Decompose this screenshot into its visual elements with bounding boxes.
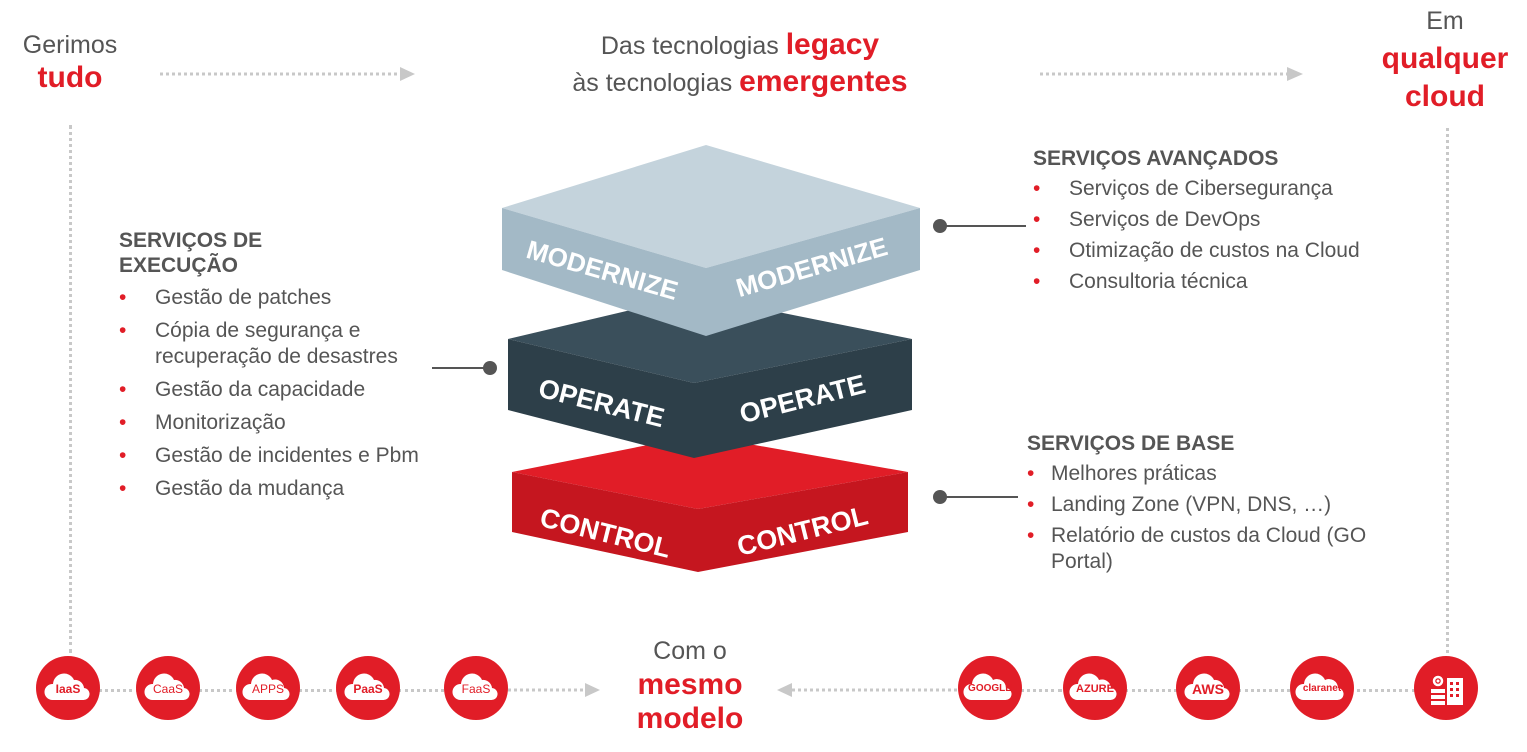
control-connector — [933, 490, 1018, 504]
bottom-center-text: Com o mesmo modelo — [610, 634, 770, 736]
header-center: Das tecnologias legacy às tecnologias em… — [480, 30, 1000, 98]
avancados-item: Consultoria técnica — [1033, 269, 1453, 295]
bottom-right-arrow — [777, 683, 958, 697]
top-left-arrow — [160, 67, 415, 81]
control-layer: CONTROL CONTROL — [512, 435, 908, 572]
bottom-left-connector-2 — [198, 689, 240, 692]
bottom-center-line2: mesmo — [637, 668, 743, 701]
left-vertical-line — [69, 125, 72, 653]
modernize-layer: MODERNIZE MODERNIZE — [502, 145, 920, 336]
base-item: Melhores práticas — [1027, 461, 1437, 487]
execucao-item: Gestão de incidentes e Pbm — [119, 443, 425, 469]
faas-cloud-icon: FaaS — [444, 656, 508, 720]
bottom-left-connector-1 — [98, 689, 140, 692]
header-center-line1-prefix: Das tecnologias — [600, 32, 786, 60]
iaas-cloud-icon: IaaS — [36, 656, 100, 720]
header-right: Em qualquer cloud — [1370, 6, 1520, 116]
base-item: Relatório de custos da Cloud (GO Portal) — [1027, 523, 1411, 575]
execucao-item: Gestão da capacidade — [119, 377, 439, 403]
avancados-item: Serviços de DevOps — [1033, 207, 1453, 233]
modernize-connector — [933, 219, 1026, 233]
base-section: SERVIÇOS DE BASE Melhores práticas Landi… — [1027, 431, 1437, 575]
header-right-line3: cloud — [1405, 80, 1485, 113]
avancados-item: Serviços de Cibersegurança — [1033, 176, 1453, 202]
bottom-right-connector-4 — [1350, 689, 1415, 692]
avancados-item: Otimização de custos na Cloud — [1033, 238, 1453, 264]
base-title: SERVIÇOS DE BASE — [1027, 432, 1235, 455]
bottom-left-connector-4 — [398, 689, 444, 692]
right-vertical-line — [1446, 128, 1449, 653]
base-item: Landing Zone (VPN, DNS, …) — [1027, 492, 1437, 518]
execucao-item: Monitorização — [119, 410, 439, 436]
top-right-arrow — [1040, 67, 1303, 81]
operate-layer: OPERATE OPERATE — [508, 295, 912, 458]
header-center-line1-highlight: legacy — [785, 28, 880, 61]
bottom-center-line1: Com o — [653, 637, 727, 665]
apps-cloud-icon: APPS — [236, 656, 300, 720]
avancados-title: SERVIÇOS AVANÇADOS — [1033, 147, 1279, 170]
bottom-center-line3: modelo — [636, 702, 744, 735]
execucao-title-line1: SERVIÇOS DE — [119, 229, 263, 252]
execucao-item: Gestão de patches — [119, 285, 439, 311]
header-left-line2: tudo — [37, 61, 103, 94]
azure-cloud-icon: AZURE — [1063, 656, 1127, 720]
header-left-line1: Gerimos — [22, 31, 118, 59]
header-right-line1: Em — [1426, 7, 1464, 35]
header-center-line2-highlight: emergentes — [739, 65, 908, 98]
google-cloud-icon: GOOGLE — [958, 656, 1022, 720]
datacenter-icon — [1414, 656, 1478, 720]
header-right-line2: qualquer — [1381, 42, 1509, 75]
header-left: Gerimos tudo — [0, 30, 140, 96]
bottom-right-connector-2 — [1125, 689, 1177, 692]
execucao-item: Cópia de segurança e recuperação de desa… — [119, 318, 435, 370]
bottom-right-connector-3 — [1238, 689, 1290, 692]
claranet-cloud-icon: claranet — [1290, 656, 1354, 720]
paas-cloud-icon: PaaS — [336, 656, 400, 720]
bottom-left-arrow — [508, 683, 600, 697]
bottom-right-connector-1 — [1020, 689, 1062, 692]
caas-cloud-icon: CaaS — [136, 656, 200, 720]
execucao-title-line2: EXECUÇÃO — [119, 254, 239, 277]
header-center-line2-prefix: às tecnologias — [572, 69, 740, 97]
avancados-section: SERVIÇOS AVANÇADOS Serviços de Cibersegu… — [1033, 146, 1453, 295]
operate-connector — [432, 361, 497, 375]
layer-stack: CONTROL CONTROL OPERATE OPERATE MODERNIZ… — [502, 145, 920, 572]
execucao-item: Gestão da mudança — [119, 476, 439, 502]
aws-cloud-icon: AWS — [1176, 656, 1240, 720]
bottom-left-connector-3 — [298, 689, 340, 692]
execucao-section: SERVIÇOS DE EXECUÇÃO Gestão de patches C… — [119, 228, 439, 502]
